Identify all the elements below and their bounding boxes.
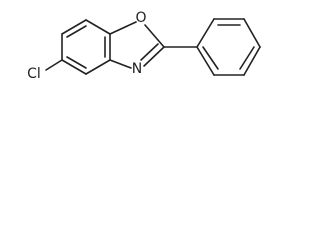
oxygen-label: O	[135, 10, 146, 26]
phenyl-inner-double-2	[239, 46, 255, 70]
oxazole-bond-c2-n-double	[140, 43, 159, 61]
phenyl-ring-bond-1	[196, 18, 215, 48]
chemical-structure-drawing: Cl O N	[27, 10, 261, 82]
phenyl-ring-bond-4	[243, 46, 261, 76]
oxazole-bond-c-o	[109, 21, 137, 35]
phenyl-ring-bond-3	[243, 18, 261, 48]
oxazole-bond-n-c	[109, 59, 132, 69]
oxazole-bond-o-c2	[144, 24, 165, 48]
nitrogen-label: N	[132, 61, 142, 77]
benzo-ring-bond-3	[85, 19, 111, 35]
molecule-canvas: Cl O N	[0, 0, 304, 92]
benzo-ring-bond-5	[85, 59, 111, 75]
oxazole-bond-c2-n	[143, 46, 165, 67]
benzo-inner-double-3	[66, 56, 87, 69]
c-cl-bond	[45, 59, 63, 71]
phenyl-inner-double-3	[202, 46, 219, 70]
chlorine-label: Cl	[27, 66, 41, 82]
benzo-ring-bond-2	[61, 19, 87, 35]
benzo-inner-double-1	[66, 25, 87, 38]
benzo-ring-bond-6	[61, 59, 87, 75]
phenyl-ring-bond-6	[196, 46, 215, 76]
